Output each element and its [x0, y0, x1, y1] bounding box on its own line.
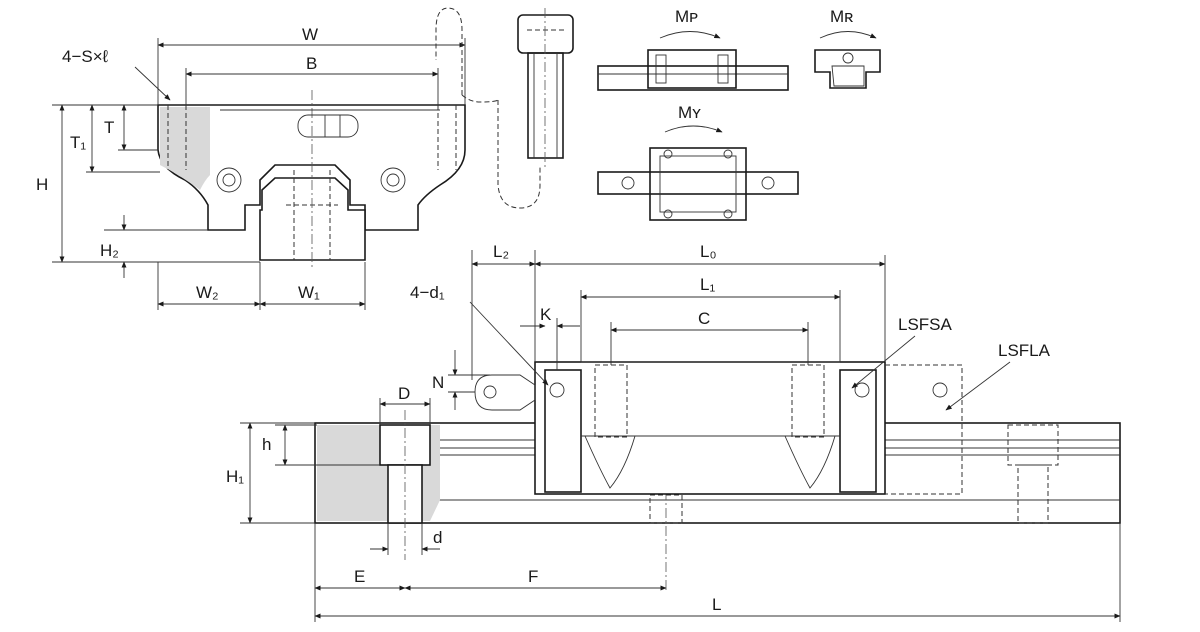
end-view: W B 4−S×ℓ H T₁ T H₂ W₂ W₁	[36, 7, 541, 310]
label-MP: Mᴘ	[675, 7, 698, 26]
bolt-detail	[517, 8, 574, 168]
label-K: K	[540, 305, 552, 324]
label-W1: W₁	[298, 283, 320, 302]
moment-mr: Mʀ	[814, 7, 881, 89]
label-H2: H₂	[100, 241, 119, 260]
label-T: T	[104, 118, 114, 137]
label-T1: T₁	[70, 133, 86, 152]
label-LSFSA: LSFSA	[898, 315, 953, 334]
label-L2: L₂	[493, 242, 509, 261]
label-C: C	[698, 309, 710, 328]
label-W: W	[302, 25, 318, 44]
side-view: L₂ L₀ L₁ C K 4−d₁ N LSFSA LSFLA	[226, 242, 1121, 622]
label-L1: L₁	[700, 275, 715, 294]
label-W2: W₂	[196, 283, 219, 302]
label-d: d	[433, 528, 442, 547]
label-MY: Mʏ	[678, 103, 701, 122]
moment-mp: Mᴘ	[597, 7, 789, 91]
moment-my: Mʏ	[597, 103, 799, 221]
label-E: E	[354, 567, 365, 586]
label-LSFLA: LSFLA	[998, 341, 1051, 360]
label-H: H	[36, 175, 48, 194]
label-N: N	[432, 373, 444, 392]
label-B: B	[306, 54, 317, 73]
label-d1: 4−d₁	[410, 283, 445, 302]
label-D: D	[398, 384, 410, 403]
label-F: F	[528, 567, 538, 586]
label-h: h	[262, 435, 271, 454]
label-H1: H₁	[226, 467, 244, 486]
label-MR: Mʀ	[830, 7, 853, 26]
label-tap: 4−S×ℓ	[62, 47, 109, 66]
label-L: L	[712, 595, 721, 614]
label-L0: L₀	[700, 242, 717, 261]
